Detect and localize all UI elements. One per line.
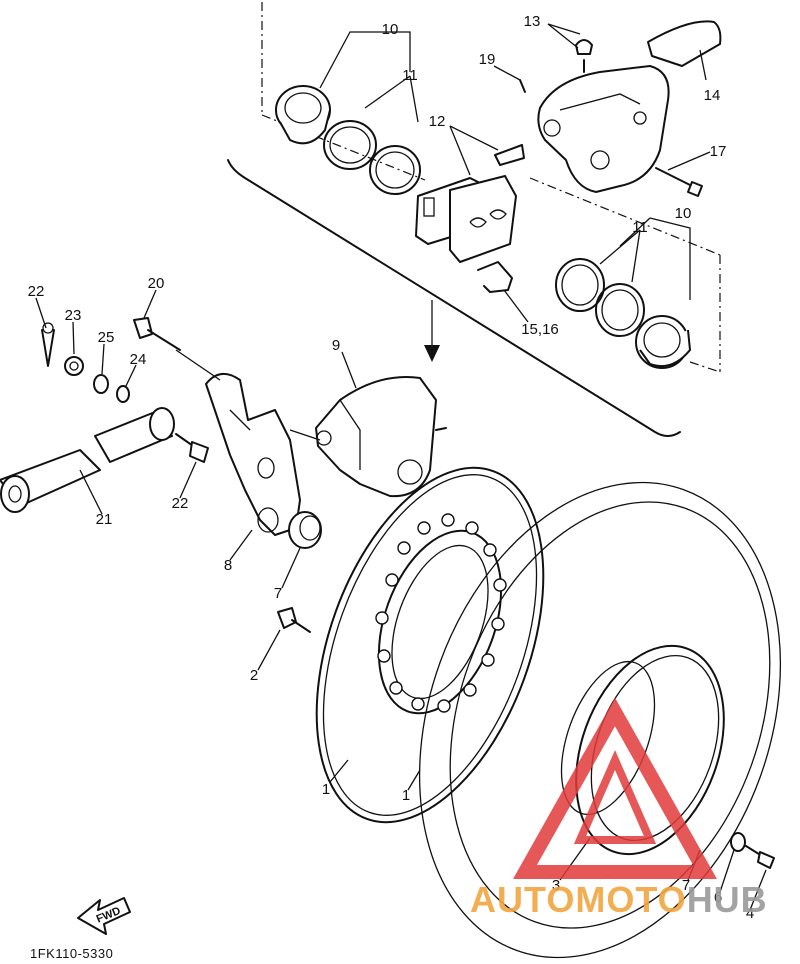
seal-right-2	[595, 283, 645, 337]
callout-7: 7	[274, 585, 282, 602]
callout-10-upper: 10	[382, 21, 399, 38]
callout-15-16: 15,16	[521, 321, 559, 338]
callout-9: 9	[332, 337, 340, 354]
bolt-2	[277, 607, 311, 633]
watermark-triangle-icon	[513, 697, 717, 879]
caliper-cover	[647, 20, 722, 67]
collar-7	[288, 511, 322, 549]
callout-12: 12	[429, 113, 446, 130]
torque-rod-20	[0, 407, 175, 513]
watermark-text-hub: HUB	[687, 879, 768, 920]
wheel-bolt-4	[730, 832, 775, 869]
caliper-body-upper	[537, 39, 670, 193]
callout-11-upper: 11	[402, 67, 418, 84]
callout-6: 7	[682, 877, 690, 894]
callout-13: 13	[524, 13, 541, 30]
seal-left-1	[323, 120, 377, 170]
caliper-exploded-bracket	[227, 2, 721, 437]
callout-10-lower: 10	[675, 205, 692, 222]
watermark-logo	[513, 697, 717, 879]
callout-labels: 10 11 12 13 19 14 17 10 11 15,16 22 23 2…	[28, 13, 755, 922]
callout-19: 20	[148, 275, 165, 292]
caliper-assembly-9	[289, 375, 447, 498]
piston-right	[635, 315, 691, 369]
callout-5: 6	[714, 889, 722, 906]
caliper-bolt-17	[655, 167, 703, 197]
callout-23: 23	[65, 307, 82, 324]
seal-left-2	[369, 145, 421, 195]
watermark-inner-triangle-icon	[573, 750, 657, 844]
callout-8: 8	[224, 557, 232, 574]
callout-4: 4	[746, 905, 754, 922]
callout-2: 2	[250, 667, 258, 684]
callout-1-left: 1	[322, 781, 330, 798]
callout-11-lower: 11	[632, 219, 648, 236]
caliper-bracket-8	[205, 373, 301, 536]
bolt-21	[175, 433, 209, 463]
nut-23	[64, 356, 84, 376]
pad-spring-15-16	[477, 261, 513, 293]
watermark-text-moto: MOTO	[575, 879, 686, 920]
brake-disc-1	[315, 466, 545, 824]
brake-pads	[415, 175, 517, 263]
washer-24	[116, 385, 130, 403]
callout-14: 14	[704, 87, 721, 104]
callout-20: 21	[96, 511, 113, 528]
disc-bolt-holes	[375, 513, 507, 713]
watermark-text: AUTOMOTOHUB	[470, 879, 768, 920]
watermark-text-auto: AUTO	[470, 879, 575, 920]
bolt-19	[133, 317, 181, 351]
callout-25: 25	[98, 329, 115, 346]
leader-19-bracket	[175, 349, 221, 381]
wheel	[418, 481, 782, 959]
piston-left	[275, 85, 331, 145]
seal-right-1	[555, 258, 605, 312]
pad-clip	[494, 79, 526, 166]
drawing-code: 1FK110-5330	[30, 946, 113, 961]
cotter-pin-22	[41, 322, 55, 367]
callout-1-right: 1	[402, 787, 410, 804]
callout-21: 22	[172, 495, 189, 512]
callout-18: 19	[479, 51, 496, 68]
forward-arrow: FWD	[77, 897, 131, 935]
callout-17: 17	[710, 143, 727, 160]
callout-24: 24	[130, 351, 147, 368]
callout-22: 22	[28, 283, 45, 300]
callout-3: 3	[552, 877, 560, 894]
washer-25	[93, 374, 109, 394]
